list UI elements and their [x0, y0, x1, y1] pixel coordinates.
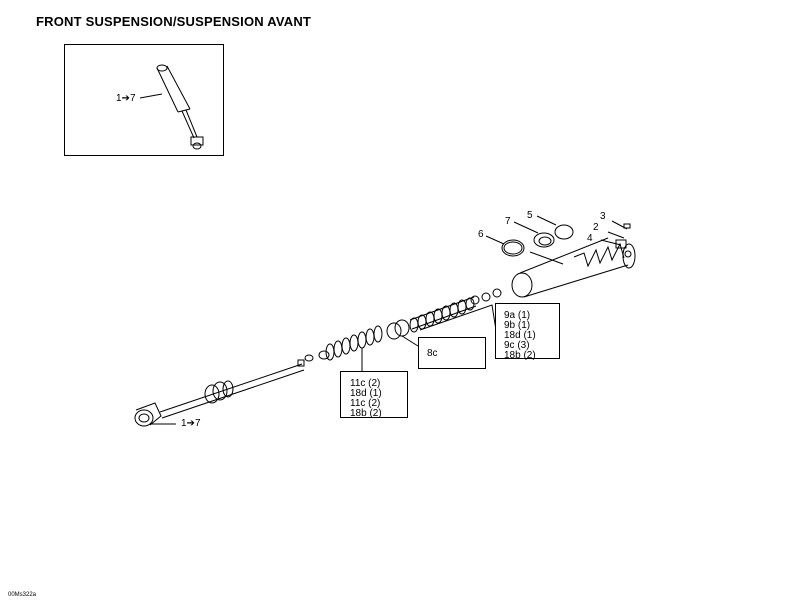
valve-stack-11 — [318, 325, 383, 372]
rod-end — [134, 402, 176, 427]
inset-callout: 1➔7 — [116, 93, 136, 104]
parts-box-9-line: 18b (2) — [504, 350, 536, 361]
parts-box-9-line: 9c (3) — [504, 340, 530, 351]
shaft — [159, 354, 314, 419]
cylinder-body — [511, 237, 636, 298]
parts-box-11-line: 18d (1) — [350, 388, 382, 399]
overview-inset — [64, 44, 224, 156]
parts-box-8c: 8c — [418, 337, 486, 369]
drawing-code: 00Ms322a — [8, 592, 37, 598]
parts-box-9-line: 9b (1) — [504, 320, 531, 331]
parts-box-8c-line: 8c — [427, 348, 438, 359]
callout-2: 2 — [593, 222, 599, 233]
callout-1-7-bottom: 1➔7 — [181, 418, 201, 429]
small-washers — [470, 288, 502, 305]
leader-lines — [485, 215, 557, 245]
callout-5: 5 — [527, 210, 533, 221]
parts-box-11: 11c (2) 18d (1) 11c (2) 18b (2) — [340, 371, 408, 419]
bumper — [204, 380, 234, 404]
cap-ring-oring — [501, 224, 574, 265]
parts-box-11-line: 18b (2) — [350, 408, 382, 419]
parts-box-11-line: 11c (2) — [350, 378, 381, 389]
callout-4: 4 — [587, 233, 593, 244]
parts-box-11-line: 11c (2) — [350, 398, 381, 409]
parts-box-9-line: 9a (1) — [504, 310, 531, 321]
piston-8c — [386, 319, 419, 347]
parts-box-9: 9a (1) 9b (1) 18d (1) 9c (3) 18b (2) — [495, 303, 560, 361]
inset-shock-absorber — [139, 64, 204, 150]
bolt-assembly — [600, 220, 631, 246]
page-title: FRONT SUSPENSION/SUSPENSION AVANT — [36, 14, 312, 29]
callout-6: 6 — [478, 229, 484, 240]
parts-box-9-line: 18d (1) — [504, 330, 536, 341]
callout-3: 3 — [600, 211, 606, 222]
callout-7: 7 — [505, 216, 511, 227]
valve-stack-9 — [409, 296, 497, 343]
